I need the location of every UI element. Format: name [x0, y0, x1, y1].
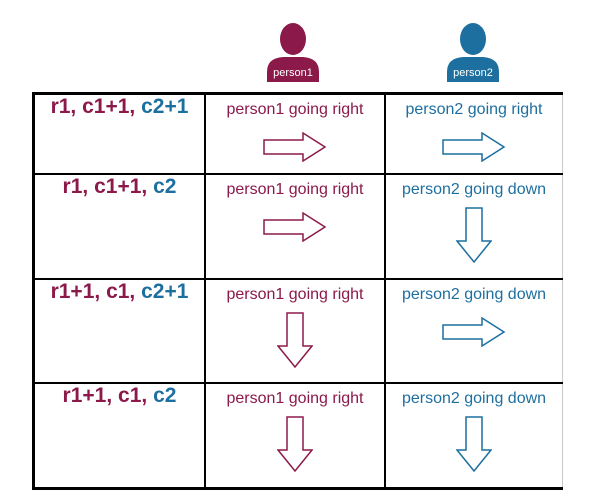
- person2-move-cell: person2 going down: [384, 173, 563, 280]
- person2-move-caption: person2 going down: [401, 181, 547, 199]
- arrow-right-icon: [263, 212, 327, 243]
- person1-move-caption: person1 going right: [226, 390, 364, 408]
- person2-column-text: c2: [153, 384, 177, 408]
- arrow-right-icon: [263, 132, 327, 162]
- person2-move-cell: person2 going down: [384, 277, 563, 385]
- person1-avatar: person1: [261, 20, 325, 84]
- person2-move-cell: person2 going right: [384, 92, 563, 176]
- person2-avatar: person2: [441, 20, 505, 84]
- separator: ,: [94, 279, 101, 303]
- person1-column-text: c1+1: [94, 175, 142, 199]
- person-icon: [267, 23, 319, 82]
- arrow-down-icon: [277, 416, 313, 473]
- arrow-down-icon: [456, 416, 492, 473]
- state-label-cell: r1+1, c1, c2: [32, 382, 206, 491]
- table-row: r1+1, c1, c2 person1 going right person2 g…: [32, 382, 563, 491]
- state-label-cell: r1, c1+1, c2+1: [32, 92, 206, 176]
- table-row: r1+1, c1, c2+1 person1 going right person2…: [32, 277, 563, 385]
- state-label-cell: r1, c1+1, c2: [32, 173, 206, 280]
- row-index-text: r1: [50, 95, 71, 118]
- person1-move-caption: person1 going right: [226, 101, 364, 118]
- person2-column-text: c2+1: [141, 95, 189, 118]
- row-index-text: r1: [62, 175, 83, 199]
- person2-move-caption: person2 going down: [401, 390, 547, 408]
- person1-column-text: c1: [106, 279, 130, 303]
- separator: ,: [82, 175, 89, 199]
- person2-column-text: c2: [153, 175, 177, 199]
- person1-column-text: c1+1: [82, 95, 130, 118]
- person2-column-text: c2+1: [141, 279, 189, 303]
- separator: ,: [141, 175, 148, 199]
- person1-move-cell: person1 going right: [204, 277, 386, 385]
- person1-move-cell: person1 going right: [204, 173, 386, 280]
- person2-move-caption: person2 going right: [405, 101, 543, 118]
- person2-move-caption: person2 going down: [401, 285, 547, 303]
- person2-label: person2: [453, 67, 493, 79]
- person1-column-text: c1: [118, 384, 142, 408]
- separator: ,: [70, 95, 77, 118]
- arrow-down-icon: [456, 207, 492, 264]
- person1-label: person1: [273, 67, 313, 79]
- person-icon: [447, 23, 499, 82]
- arrow-down-icon: [277, 312, 313, 368]
- person1-move-cell: person1 going right: [204, 382, 386, 491]
- transition-table: r1, c1+1, c2+1 person1 going right person2…: [32, 92, 563, 491]
- table-row: r1, c1+1, c2+1 person1 going right person2…: [32, 92, 563, 176]
- table-row: r1, c1+1, c2 person1 going right person2 g…: [32, 173, 563, 280]
- separator: ,: [129, 279, 136, 303]
- state-label-cell: r1+1, c1, c2+1: [32, 277, 206, 385]
- arrow-right-icon: [442, 132, 506, 162]
- person2-move-cell: person2 going down: [384, 382, 563, 491]
- separator: ,: [106, 384, 113, 408]
- separator: ,: [141, 384, 148, 408]
- person1-move-cell: person1 going right: [204, 92, 386, 176]
- person1-move-caption: person1 going right: [226, 181, 364, 199]
- row-index-text: r1+1: [50, 279, 95, 303]
- person1-move-caption: person1 going right: [226, 285, 364, 303]
- arrow-right-icon: [442, 316, 506, 347]
- separator: ,: [129, 95, 136, 118]
- row-index-text: r1+1: [62, 384, 107, 408]
